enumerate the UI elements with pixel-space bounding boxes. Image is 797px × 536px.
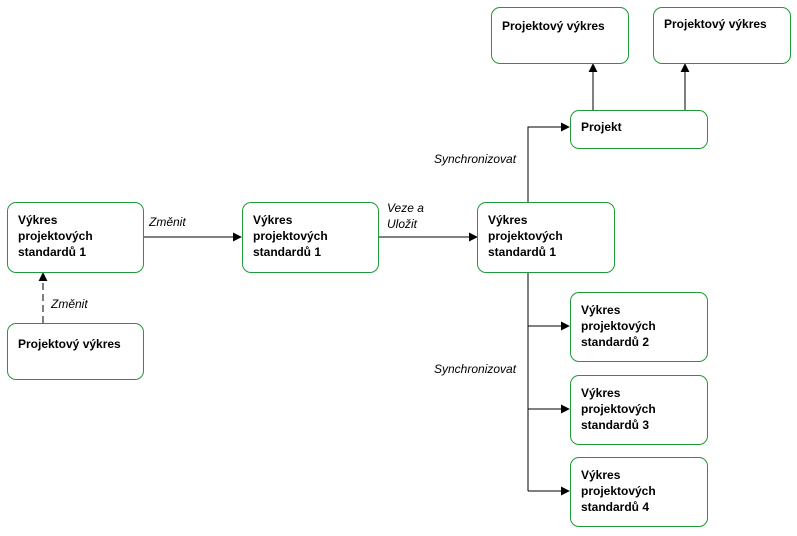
label-change-up: Změnit xyxy=(51,297,88,311)
label-sync-down: Synchronizovat xyxy=(434,362,517,376)
node-std2: Výkres projektových standardů 2 xyxy=(570,292,708,362)
label-sync-up: Synchronizovat xyxy=(434,152,517,166)
node-std3: Výkres projektových standardů 3 xyxy=(570,375,708,445)
edge-sync-project xyxy=(527,122,570,202)
node-std4: Výkres projektových standardů 4 xyxy=(570,457,708,527)
node-std1-saved: Výkres projektových standardů 1 xyxy=(477,202,615,273)
label-change-right: Změnit xyxy=(149,215,186,229)
label-move-save: Veze a Uložit xyxy=(387,201,424,231)
node-project-drawing-left: Projektový výkres xyxy=(7,323,144,380)
node-std1-origin: Výkres projektových standardů 1 xyxy=(7,202,144,273)
node-project-drawing-top-a: Projektový výkres xyxy=(491,7,629,64)
node-std1-modified: Výkres projektových standardů 1 xyxy=(242,202,379,273)
node-project: Projekt xyxy=(570,110,708,149)
node-project-drawing-top-b: Projektový výkres xyxy=(653,7,791,64)
